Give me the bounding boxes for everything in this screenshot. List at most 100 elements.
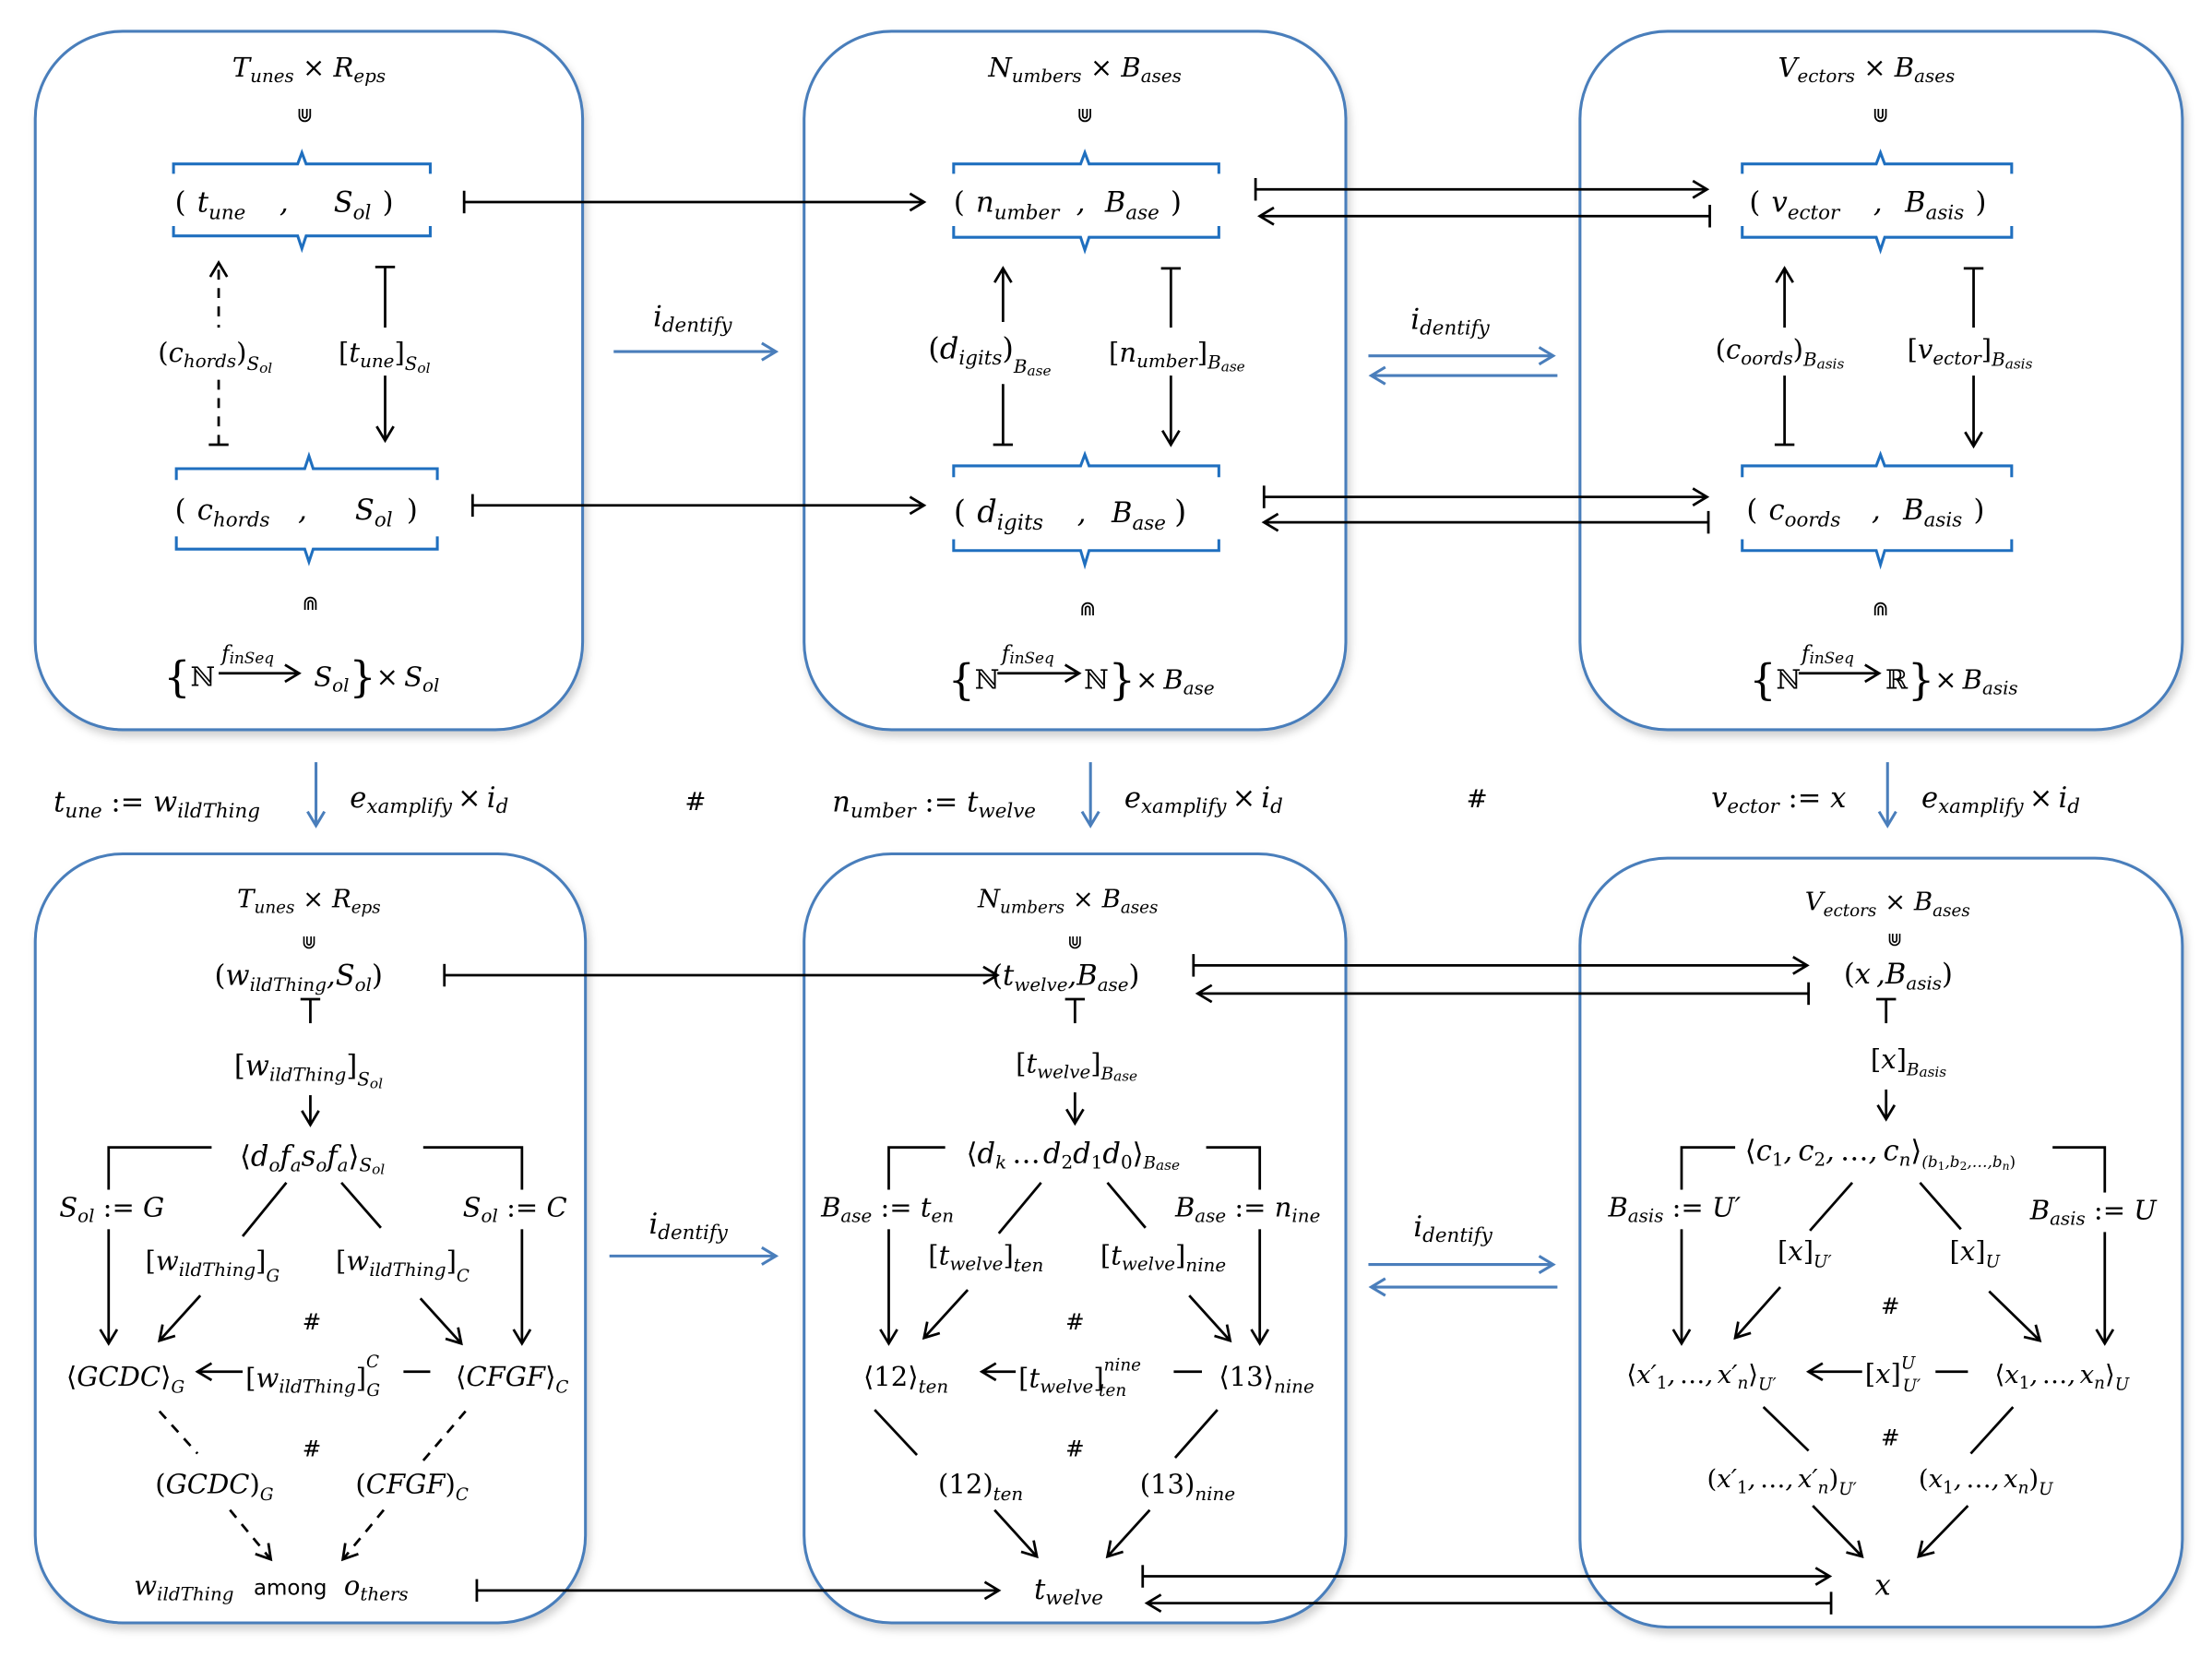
diag-right-lower (1188, 1294, 1232, 1343)
coeff-tuple: ⟨c1,c2,…,cn⟩(b1,b2,…,bn) (1745, 1135, 2016, 1173)
bottom-tunes-content: Tunes × Reps ⋓ (wildThing,Sol) [wildThin… (54, 885, 577, 1605)
sol-c-label: Sol := C (463, 1192, 567, 1227)
x-u-label: [x]U (1950, 1235, 2001, 1272)
subset-symbol: ⋒ (1079, 598, 1096, 621)
lower-left-lower (1812, 1505, 1864, 1559)
diag-right-lower (1988, 1290, 2042, 1343)
tune-map-label: [tune]Sol (339, 337, 431, 376)
numbers-title: Numbers × Bases (977, 885, 1159, 918)
member-symbol: ⋓ (1887, 929, 1903, 950)
vector-assign: vector := x (1711, 782, 1846, 818)
sol-c-path (422, 1146, 532, 1346)
xprime-paren-node: (x′1,…,x′n)U′ (1707, 1464, 1857, 1499)
lower-right-upper (1969, 1406, 2015, 1455)
bottom-identify: identify identify (609, 1209, 1558, 1297)
base-nine-path (1206, 1146, 1270, 1346)
top-bracket (952, 149, 1220, 174)
sol-g-path (99, 1146, 212, 1346)
pair-number-base: (number,Base) (954, 187, 1182, 225)
xprime-tuple-node: ⟨x′1,…,x′n⟩U′ (1626, 1360, 1777, 1395)
pair-tune-sol: (tune,Sol) (175, 187, 394, 225)
number-assign: number := twelve (832, 787, 1036, 823)
diag-right-upper (1919, 1181, 1962, 1231)
twelve-ten-label: [twelve]ten (928, 1240, 1043, 1277)
examplify-label: examplify×id (350, 782, 508, 818)
top-bracket-2 (952, 450, 1220, 478)
basis-u-label: Basis := U (2029, 1195, 2158, 1230)
dashed-left-upper (158, 1410, 199, 1455)
top-bracket-2 (1741, 450, 2014, 478)
diag-left-lower (158, 1294, 202, 1343)
x-basis-map-label: [x]Basis (1871, 1043, 1946, 1080)
member-symbol: ⋓ (1873, 104, 1889, 127)
cfgf-node: ⟨CFGF⟩C (456, 1361, 568, 1398)
bottom-horizontal-arrows (443, 954, 1833, 1615)
x-uprime-label: [x]U′ (1778, 1235, 1833, 1272)
top-vectors-content: Vectors × Bases ⋓ (vector,Basis) (coords… (1712, 52, 2067, 705)
lower-left-upper (1762, 1406, 1810, 1452)
box-tunes-top (33, 30, 585, 732)
wildthing-g-label: [wildThing]G (146, 1246, 280, 1286)
base-ten-label: Base := ten (820, 1192, 954, 1227)
chords-map-label: (chords)Sol (158, 337, 272, 376)
box-tunes-bottom (33, 852, 588, 1625)
pair-coords-basis: (coords,Basis) (1746, 495, 1984, 532)
bottom-bracket (952, 225, 1220, 255)
twelve-ten-node: ⟨12⟩ten (863, 1361, 948, 1398)
identify-label: identify (648, 1209, 728, 1245)
gcdc-node: ⟨GCDC⟩G (66, 1361, 184, 1398)
commutes-hash: # (303, 1308, 322, 1335)
tune-assign: tune := wildThing (54, 787, 260, 823)
vector-map-label: [vector]Basis (1908, 334, 2033, 373)
number-map-label: [number]Base (1109, 337, 1245, 376)
identify-label: identify (653, 302, 732, 338)
wildthing-c-label: [wildThing]C (336, 1246, 470, 1286)
middle-row: tune := wildThing examplify×id # number … (54, 762, 2080, 828)
bottom-bracket-2 (952, 539, 1220, 570)
finseq-label: finSeq (1000, 642, 1054, 667)
box-numbers-bottom (803, 852, 1348, 1625)
thirteen-nine-paren: (13)nine (1140, 1468, 1235, 1505)
commutes-hash: # (684, 787, 706, 817)
commutes-hash: # (1881, 1293, 1900, 1319)
basis-uprime-label: Basis := U′ (1607, 1192, 1741, 1227)
result-twelve: twelve (1034, 1574, 1103, 1610)
member-symbol: ⋓ (1067, 932, 1083, 953)
pair-chords-sol: (chords,Sol) (175, 495, 418, 532)
pair-wildthing-sol: (wildThing,Sol) (214, 960, 382, 995)
basis-uprime-path (1671, 1146, 1736, 1346)
subset-symbol: ⋒ (302, 592, 318, 615)
lower-right-lower (1105, 1508, 1151, 1559)
diag-left-lower (1733, 1286, 1782, 1341)
commutes-hash: # (303, 1436, 322, 1462)
bottom-bracket-2 (174, 536, 439, 566)
subset-symbol: ⋒ (1873, 598, 1889, 621)
diag-left-upper (241, 1181, 288, 1237)
base-ten-path (879, 1146, 945, 1346)
x-tuple-node: ⟨x1,…,xn⟩U (1994, 1360, 2129, 1395)
pair-vector-basis: (vector,Basis) (1749, 187, 1986, 225)
vectors-title: Vectors × Bases (1805, 888, 1970, 921)
member-symbol: ⋓ (302, 932, 317, 953)
diag-left-upper (997, 1181, 1042, 1234)
identify-label: identify (1413, 1211, 1493, 1247)
vectors-title: Vectors × Bases (1778, 52, 1955, 87)
pair-digits-base: (digits,Base) (954, 494, 1186, 535)
cfgf-paren: (CFGF)C (355, 1468, 468, 1505)
twelve-map-label: [twelve]Base (1016, 1048, 1137, 1085)
finseq-label: finSeq (1800, 642, 1854, 667)
numbers-title: Numbers × Bases (987, 52, 1181, 87)
coords-map-label: (coords)Basis (1716, 334, 1845, 373)
lower-left-lower (993, 1508, 1039, 1559)
diag-left-upper (1809, 1181, 1854, 1232)
twelve-ten-paren: (12)ten (938, 1468, 1023, 1505)
top-horizontal-arrows (462, 177, 1711, 534)
lower-right-upper (1173, 1409, 1219, 1459)
examplify-label: examplify×id (1921, 782, 2080, 818)
twelve-nine-label: [twelve]nine (1100, 1240, 1226, 1277)
bottom-numbers-content: Numbers × Bases ⋓ (twelve,Base) [twelve]… (818, 885, 1334, 1610)
diag-right-lower (419, 1297, 463, 1346)
